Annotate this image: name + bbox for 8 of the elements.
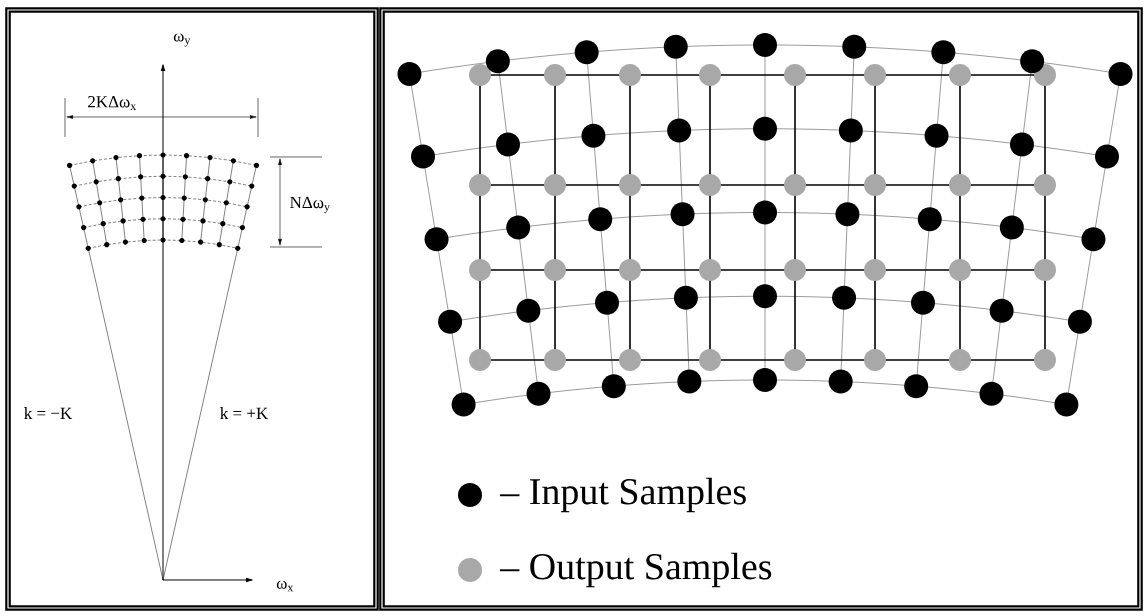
axis-label: ω$_{y}$ bbox=[172, 32, 192, 48]
axis-label: k = +K bbox=[218, 406, 270, 420]
axis-label: k = −K bbox=[22, 406, 74, 420]
legend-label: – Input Samples bbox=[499, 477, 746, 513]
legend-label: – Output Samples bbox=[499, 552, 772, 588]
axis-label: 2KΔω$_{x}$ bbox=[86, 95, 138, 111]
axis-label: NΔω$_{y}$ bbox=[288, 195, 332, 215]
axis-label: ω$_{x}$ bbox=[275, 579, 295, 593]
